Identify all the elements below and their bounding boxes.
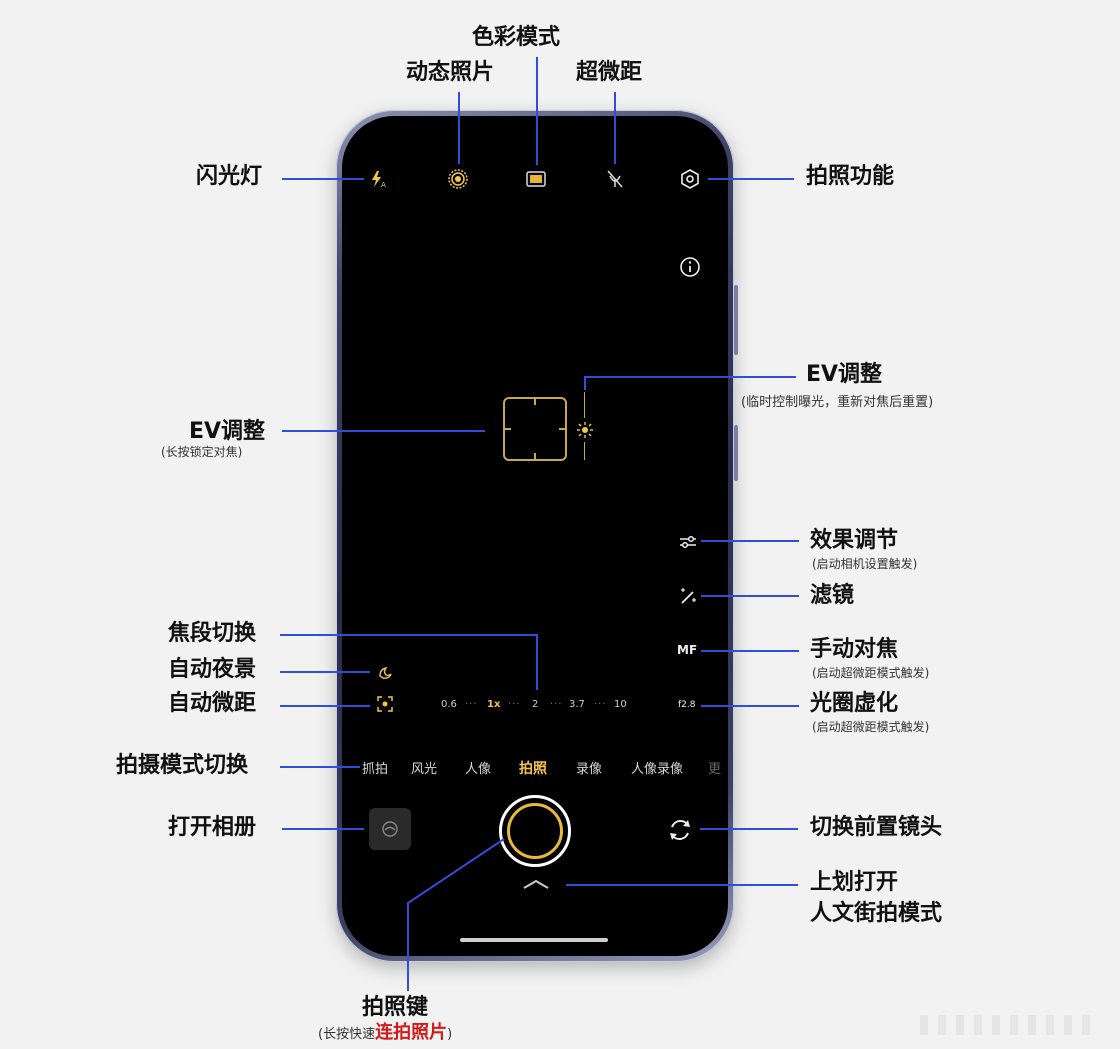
annotation-line <box>701 540 799 542</box>
annotation-line <box>280 705 370 707</box>
focus-tick <box>534 453 536 461</box>
label-ev-right-note: (临时控制曝光，重新对焦后重置) <box>741 395 934 410</box>
macro-off-icon[interactable] <box>603 167 627 191</box>
home-indicator[interactable] <box>460 938 608 942</box>
flash-auto-icon[interactable]: A <box>367 167 391 191</box>
label-ev-left: EV调整 <box>189 419 266 444</box>
label-open-gallery: 打开相册 <box>168 815 257 840</box>
color-mode-icon[interactable] <box>524 167 548 191</box>
annotation-line <box>701 595 799 597</box>
annotation-line <box>407 838 505 991</box>
label-auto-macro: 自动微距 <box>168 691 257 716</box>
magic-wand-icon[interactable] <box>677 585 699 607</box>
label-flash: 闪光灯 <box>196 164 263 189</box>
annotation-line <box>584 376 586 390</box>
annotation-line <box>280 634 538 636</box>
zoom-level[interactable]: 2 <box>532 699 539 710</box>
info-icon[interactable] <box>678 255 702 279</box>
sun-icon[interactable] <box>576 421 594 439</box>
annotation-line <box>701 650 799 652</box>
annotation-line <box>566 884 798 886</box>
annotation-line <box>458 92 460 164</box>
manual-focus-button[interactable]: MF <box>677 643 698 657</box>
shutter-note-suffix: ) <box>447 1027 453 1042</box>
mode-tab[interactable]: 抓拍 <box>362 762 389 777</box>
label-live-photo: 动态照片 <box>406 60 495 85</box>
gallery-thumbnail[interactable] <box>369 808 411 850</box>
label-manual-focus-note: (启动超微距模式触发) <box>812 666 930 680</box>
annotation-line <box>282 178 364 180</box>
power-button <box>734 425 738 481</box>
settings-hex-icon[interactable] <box>678 167 702 191</box>
annotation-line <box>536 57 538 165</box>
zoom-level-active[interactable]: 1x <box>487 699 501 710</box>
focus-frame[interactable] <box>503 397 567 461</box>
mode-tab[interactable]: 风光 <box>411 762 438 777</box>
gallery-icon <box>379 818 401 840</box>
mode-tab[interactable]: 录像 <box>576 762 603 777</box>
annotation-line <box>280 671 370 673</box>
label-auto-night: 自动夜景 <box>168 657 257 682</box>
zoom-level[interactable]: 3.7 <box>569 699 585 710</box>
shutter-button-inner[interactable] <box>507 803 563 859</box>
zoom-dots: ··· <box>594 699 607 710</box>
label-photo-functions: 拍照功能 <box>806 164 895 189</box>
zoom-level[interactable]: 0.6 <box>441 699 457 710</box>
label-super-macro: 超微距 <box>576 60 643 85</box>
label-ev-right: EV调整 <box>806 362 883 387</box>
sliders-icon[interactable] <box>677 531 699 553</box>
label-color-mode: 色彩模式 <box>472 25 561 50</box>
switch-camera-icon[interactable] <box>664 814 696 846</box>
shutter-note-prefix: (长按快速 <box>318 1027 376 1042</box>
mode-tab[interactable]: 人像录像 <box>631 762 684 777</box>
label-effect-adjust: 效果调节 <box>810 528 899 553</box>
focus-tick <box>559 428 567 430</box>
label-filter: 滤镜 <box>810 583 855 608</box>
label-shutter: 拍照键 <box>362 995 429 1020</box>
focus-tick <box>534 397 536 405</box>
mode-tab-active[interactable]: 拍照 <box>519 761 547 777</box>
shutter-note-highlight: 连拍照片 <box>375 1022 448 1043</box>
label-swipe-up-mode: 人文街拍模式 <box>810 901 943 926</box>
annotation-line <box>282 828 364 830</box>
ev-slider-track[interactable] <box>584 392 585 418</box>
annotation-line <box>701 705 799 707</box>
aperture-button[interactable]: f2.8 <box>678 700 696 710</box>
label-aperture-bokeh-note: (启动超微距模式触发) <box>812 720 930 734</box>
night-icon[interactable] <box>375 662 395 682</box>
label-effect-adjust-note: (启动相机设置触发) <box>812 557 918 571</box>
label-mode-switch: 拍摄模式切换 <box>116 753 249 778</box>
annotation-line <box>700 828 798 830</box>
label-shutter-note: (长按快速连拍照片) <box>318 1024 452 1042</box>
annotation-line <box>282 430 485 432</box>
ev-slider-track[interactable] <box>584 442 585 460</box>
zoom-level[interactable]: 10 <box>614 699 627 710</box>
label-ev-left-note: (长按锁定对焦) <box>161 445 243 459</box>
focus-tick <box>503 428 511 430</box>
zoom-dots: ··· <box>465 699 478 710</box>
mode-tab[interactable]: 更 <box>708 762 722 777</box>
annotation-line <box>584 376 796 378</box>
annotation-line <box>614 92 616 164</box>
watermark <box>920 1015 1100 1035</box>
chevron-up-icon[interactable] <box>521 876 551 892</box>
label-manual-focus: 手动对焦 <box>810 637 899 662</box>
label-focal-switch: 焦段切换 <box>168 621 257 646</box>
macro-focus-icon[interactable] <box>375 694 395 714</box>
label-swipe-up: 上划打开 <box>810 870 899 895</box>
shutter-button[interactable] <box>499 795 571 867</box>
zoom-dots: ··· <box>508 699 521 710</box>
annotation-line <box>708 178 794 180</box>
annotation-line <box>536 634 538 690</box>
label-switch-front: 切换前置镜头 <box>810 815 943 840</box>
svg-text:A: A <box>381 181 386 189</box>
zoom-dots: ··· <box>550 699 563 710</box>
annotation-line <box>280 766 360 768</box>
volume-button <box>734 285 738 355</box>
live-photo-icon[interactable] <box>446 167 470 191</box>
label-aperture-bokeh: 光圈虚化 <box>810 691 899 716</box>
mode-tab[interactable]: 人像 <box>465 762 492 777</box>
